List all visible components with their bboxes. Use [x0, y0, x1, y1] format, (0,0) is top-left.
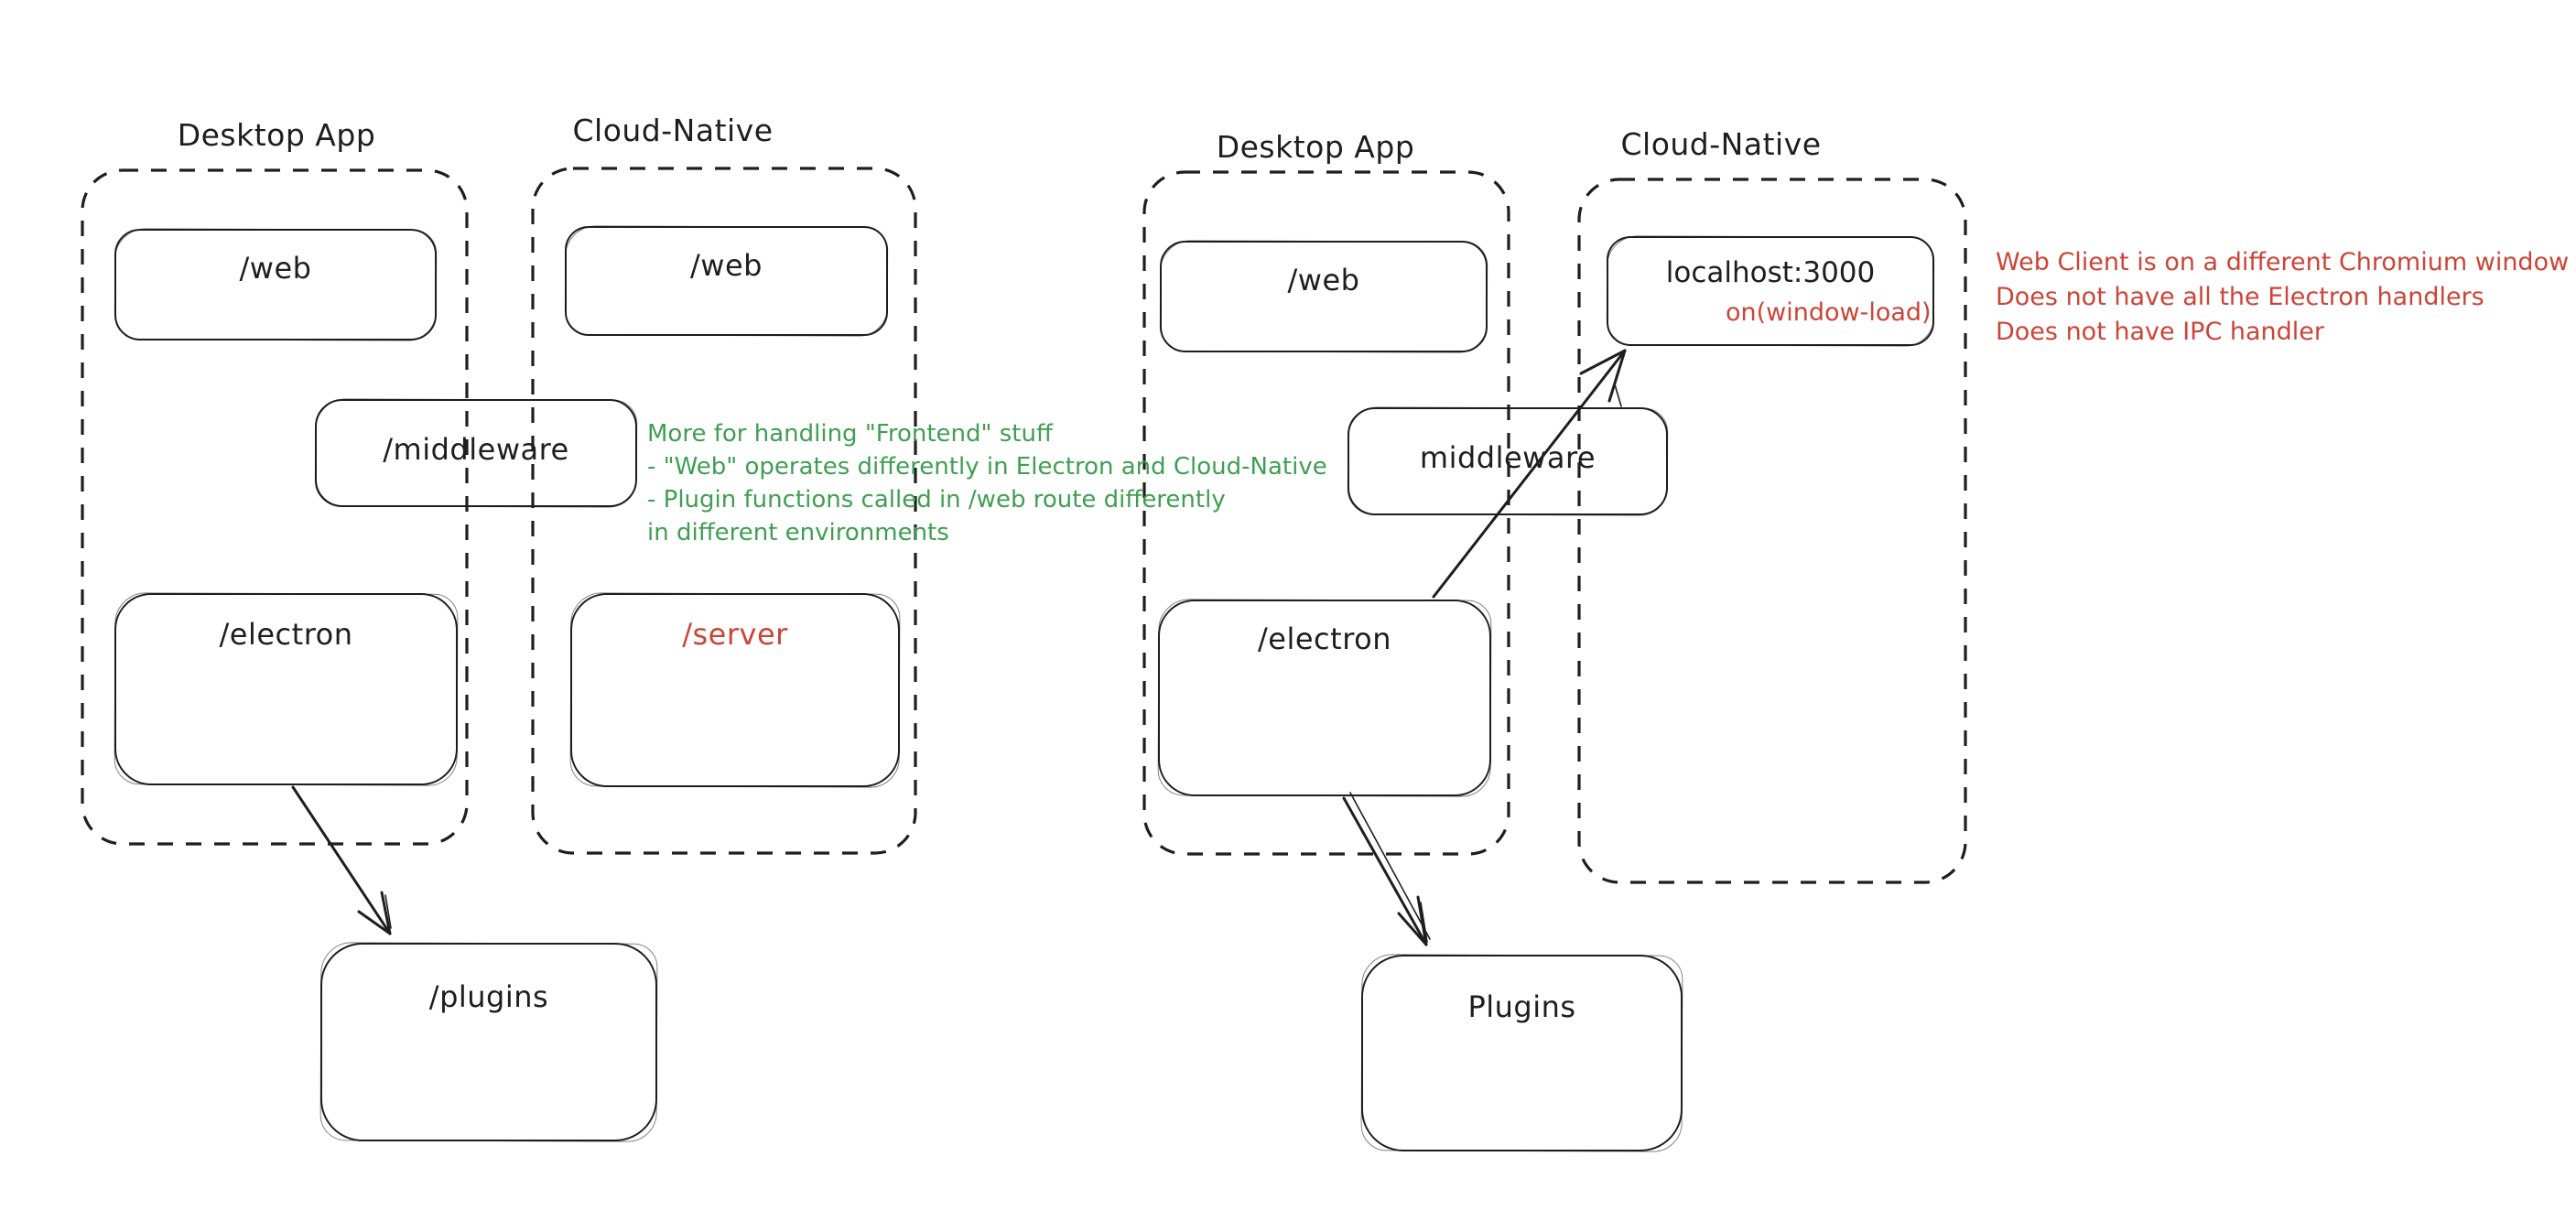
box-middleware-right-label: middleware — [1419, 440, 1596, 475]
box-web-desktop-left[interactable]: /web — [114, 229, 437, 340]
box-web-right[interactable]: /web — [1160, 241, 1488, 352]
green-annotation-line: - "Web" operates differently in Electron… — [647, 453, 1327, 481]
box-server-left-label: /server — [682, 617, 788, 652]
box-plugins-left[interactable]: /plugins — [320, 943, 657, 1141]
box-web-cloud-left-label: /web — [690, 248, 763, 283]
box-electron-right-label: /electron — [1258, 621, 1391, 656]
box-plugins-left-label: /plugins — [428, 979, 549, 1014]
red-annotation[interactable]: Web Client is on a different Chromium wi… — [1996, 245, 2569, 350]
box-web-desktop-left-label: /web — [239, 251, 312, 286]
group-title-cloud-native-left[interactable]: Cloud-Native — [572, 113, 774, 148]
box-server-left[interactable]: /server — [570, 593, 900, 787]
box-middleware-left-label: /middleware — [383, 432, 569, 467]
box-electron-left[interactable]: /electron — [114, 593, 458, 785]
green-annotation-line: More for handling "Frontend" stuff — [647, 420, 1053, 448]
group-cloud-native-right[interactable] — [1577, 178, 1967, 884]
box-localhost-3000[interactable]: localhost:3000 on(window-load) — [1607, 236, 1934, 346]
red-annotation-line: Does not have all the Electron handlers — [1996, 283, 2484, 311]
box-localhost-3000-label: localhost:3000 — [1665, 256, 1876, 289]
group-title-desktop-app-right[interactable]: Desktop App — [1216, 129, 1415, 165]
box-electron-left-label: /electron — [219, 617, 353, 652]
arrow-electron-to-plugins-left[interactable] — [291, 785, 392, 935]
arrow-electron-to-plugins-right[interactable] — [1342, 792, 1431, 946]
box-web-right-label: /web — [1287, 263, 1360, 297]
group-cloud-native-left[interactable] — [531, 167, 917, 855]
group-title-desktop-app-left[interactable]: Desktop App — [177, 117, 376, 153]
box-electron-right[interactable]: /electron — [1158, 600, 1491, 796]
box-middleware-left[interactable]: /middleware — [315, 399, 637, 507]
box-middleware-right[interactable]: middleware — [1348, 407, 1668, 515]
on-window-load-label: on(window-load) — [1726, 298, 1932, 327]
group-desktop-app-left[interactable] — [81, 168, 469, 846]
box-plugins-right[interactable]: Plugins — [1361, 955, 1683, 1151]
green-annotation-line: - Plugin functions called in /web route … — [647, 486, 1226, 513]
red-annotation-line: Does not have IPC handler — [1996, 318, 2325, 346]
box-web-cloud-left[interactable]: /web — [565, 226, 888, 336]
green-annotation-line: in different environments — [647, 519, 949, 546]
box-plugins-right-label: Plugins — [1467, 989, 1576, 1024]
red-annotation-line: Web Client is on a different Chromium wi… — [1996, 248, 2570, 276]
green-annotation[interactable]: More for handling "Frontend" stuff - "We… — [647, 417, 1327, 549]
group-desktop-app-right[interactable] — [1142, 170, 1510, 856]
group-title-cloud-native-right[interactable]: Cloud-Native — [1620, 126, 1822, 162]
